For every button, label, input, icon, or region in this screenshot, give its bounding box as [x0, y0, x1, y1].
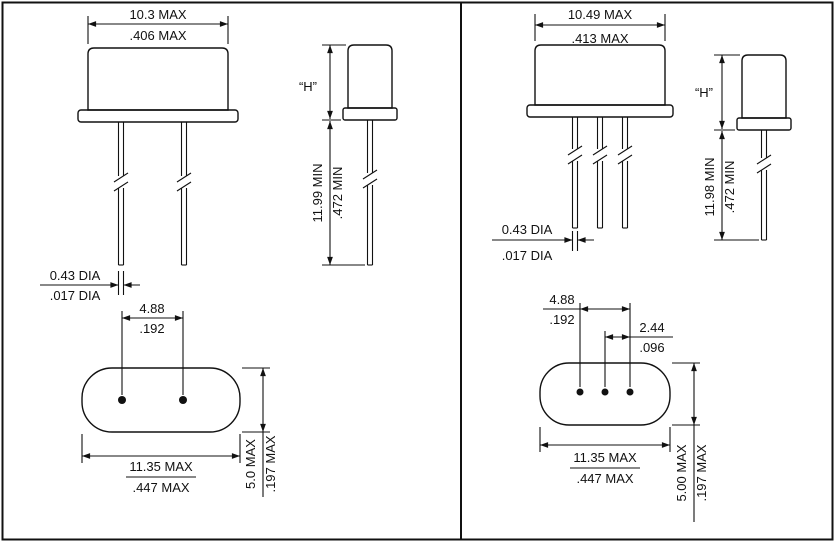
- left-base-depth-dimension: 5.0 MAX .197 MAX: [242, 367, 278, 497]
- pin-1: [118, 396, 126, 404]
- lead-break-mark: [362, 178, 378, 189]
- base-depth-in-label: .197 MAX: [694, 444, 709, 501]
- body-width-mm-label: 10.49 MAX: [568, 7, 633, 22]
- lead-dia-mm-label: 0.43 DIA: [502, 222, 553, 237]
- body-width-mm-label: 10.3 MAX: [129, 7, 186, 22]
- lead-2: [592, 117, 608, 229]
- right-base-width-dimension: 11.35 MAX .447 MAX: [539, 427, 671, 486]
- lead-break-mark: [756, 154, 772, 165]
- lead-dia-in-label: .017 DIA: [50, 288, 101, 303]
- right-pin-spacing-outer-dimension: 4.88 .192: [543, 292, 631, 387]
- pin-1: [576, 388, 584, 396]
- crystal-body-outline: [87, 47, 229, 111]
- left-base-width-dimension: 11.35 MAX .447 MAX: [81, 434, 241, 495]
- left-bottom-view: [81, 367, 241, 433]
- lead-break-mark: [176, 172, 192, 183]
- right-front-view: [526, 44, 674, 229]
- base-depth-mm-label: 5.00 MAX: [674, 444, 689, 501]
- lead-break-mark: [362, 169, 378, 180]
- lead-break-mark: [617, 145, 633, 156]
- lead-break-mark: [113, 172, 129, 183]
- right-base-depth-dimension: 5.00 MAX .197 MAX: [672, 362, 709, 522]
- lead-length-in-label: .472 MIN: [330, 167, 345, 220]
- lead-1: [113, 122, 129, 266]
- crystal-base-flange: [526, 104, 674, 118]
- left-crystal-2lead-drawing: 10.3 MAX .406 MAX “H” 11: [40, 7, 398, 497]
- pin-spacing-outer-in-label: .192: [549, 312, 574, 327]
- pin-2: [179, 396, 187, 404]
- base-width-in-label: .447 MAX: [132, 480, 189, 495]
- lead-3: [617, 117, 633, 229]
- lead-break-mark: [176, 181, 192, 192]
- body-width-in-label: .406 MAX: [129, 28, 186, 43]
- left-front-view: [77, 47, 239, 266]
- crystal-body-side-outline: [347, 44, 393, 109]
- base-width-in-label: .447 MAX: [576, 471, 633, 486]
- lead-break-mark: [617, 154, 633, 165]
- left-pin-spacing-dimension: 4.88 .192: [121, 301, 184, 395]
- crystal-body-side-outline: [741, 54, 787, 119]
- lead-2: [176, 122, 192, 266]
- base-width-mm-label: 11.35 MAX: [573, 450, 637, 465]
- lead-break-mark: [592, 145, 608, 156]
- lead-1: [567, 117, 583, 229]
- pin-spacing-outer-mm-label: 4.88: [549, 292, 574, 307]
- height-h-label: “H”: [695, 85, 713, 100]
- right-body-width-dimension: 10.49 MAX .413 MAX: [534, 7, 666, 46]
- base-depth-mm-label: 5.0 MAX: [243, 439, 258, 489]
- pin-2: [601, 388, 609, 396]
- base-width-mm-label: 11.35 MAX: [129, 459, 193, 474]
- left-body-width-dimension: 10.3 MAX .406 MAX: [87, 7, 229, 44]
- right-pin-spacing-inner-dimension: 2.44 .096: [604, 320, 673, 387]
- left-side-view: [342, 44, 398, 266]
- crystal-body-outline: [534, 44, 666, 106]
- lead-side: [756, 130, 772, 241]
- base-outline: [81, 367, 241, 433]
- base-depth-in-label: .197 MAX: [263, 435, 278, 492]
- left-height-dimensions: “H” 11.99 MIN .472 MIN: [299, 44, 365, 266]
- lead-break-mark: [567, 145, 583, 156]
- body-width-in-label: .413 MAX: [571, 31, 628, 46]
- lead-dia-in-label: .017 DIA: [502, 248, 553, 263]
- pin-spacing-in-label: .192: [139, 321, 164, 336]
- crystal-base-flange-side: [342, 107, 398, 121]
- lead-length-mm-label: 11.99 MIN: [310, 163, 325, 222]
- lead-length-mm-label: 11.98 MIN: [702, 157, 717, 216]
- height-h-label: “H”: [299, 79, 317, 94]
- pin-3: [626, 388, 634, 396]
- lead-break-mark: [113, 181, 129, 192]
- right-height-dimensions: “H” 11.98 MIN .472 MIN: [695, 54, 759, 241]
- right-crystal-3lead-drawing: 10.49 MAX .413 MAX “H” 1: [492, 7, 792, 522]
- right-side-view: [736, 54, 792, 241]
- lead-side: [362, 120, 378, 266]
- crystal-base-flange: [77, 109, 239, 123]
- pin-spacing-inner-mm-label: 2.44: [639, 320, 664, 335]
- crystal-base-flange-side: [736, 117, 792, 131]
- lead-break-mark: [592, 154, 608, 165]
- lead-dia-mm-label: 0.43 DIA: [50, 268, 101, 283]
- lead-length-in-label: .472 MIN: [722, 161, 737, 214]
- pin-spacing-inner-in-label: .096: [639, 340, 664, 355]
- pin-spacing-mm-label: 4.88: [139, 301, 164, 316]
- left-lead-diameter-dimension: 0.43 DIA .017 DIA: [40, 268, 140, 303]
- lead-break-mark: [567, 154, 583, 165]
- lead-break-mark: [756, 163, 772, 174]
- right-lead-diameter-dimension: 0.43 DIA .017 DIA: [492, 222, 594, 263]
